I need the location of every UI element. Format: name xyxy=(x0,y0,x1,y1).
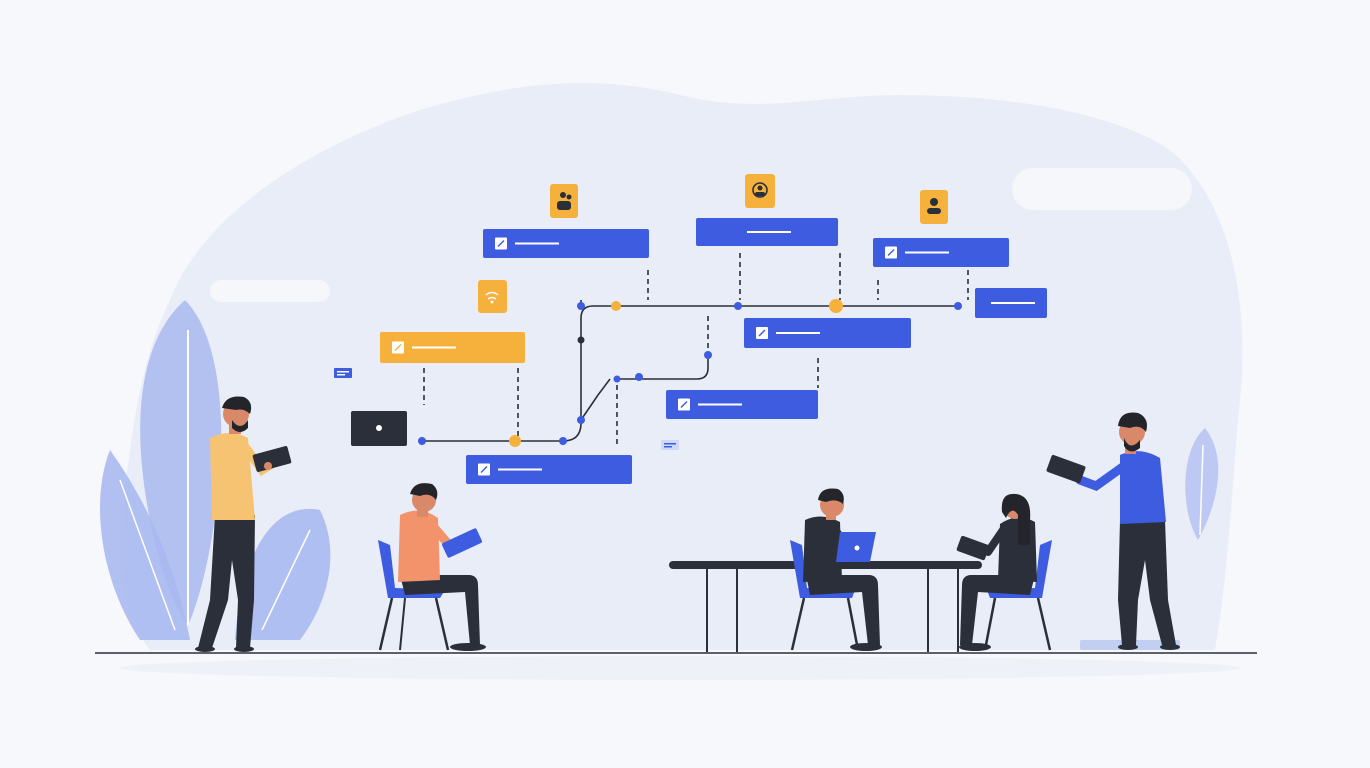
seated-man-table xyxy=(790,488,882,651)
floor-shadow xyxy=(120,656,1240,680)
card-mid-center xyxy=(666,390,818,419)
plant-right xyxy=(1185,428,1219,540)
card-bottom xyxy=(466,455,632,484)
cloud-left xyxy=(210,280,330,302)
wifi-icon xyxy=(478,280,507,313)
people-icon xyxy=(550,184,578,218)
card-far-right xyxy=(975,288,1047,318)
task-cards xyxy=(380,218,1047,484)
tag-icon xyxy=(661,440,679,450)
standing-man-left xyxy=(195,396,292,652)
card-top-right xyxy=(873,238,1009,267)
seated-woman-table xyxy=(956,493,1052,651)
card-top-center xyxy=(696,218,838,246)
card-top-left xyxy=(483,229,649,258)
laptop-icon xyxy=(351,411,407,446)
seated-man-left xyxy=(378,483,486,651)
connector-nodes xyxy=(418,299,962,447)
user-icon xyxy=(920,190,948,224)
standing-man-right xyxy=(1046,412,1180,650)
tag-icon xyxy=(334,368,352,378)
plant-left xyxy=(100,300,331,640)
cloud-right xyxy=(1012,168,1192,210)
card-orange xyxy=(380,332,525,363)
background-blob xyxy=(121,83,1243,650)
card-mid-right xyxy=(744,318,911,348)
user-badge-icon xyxy=(745,174,775,208)
